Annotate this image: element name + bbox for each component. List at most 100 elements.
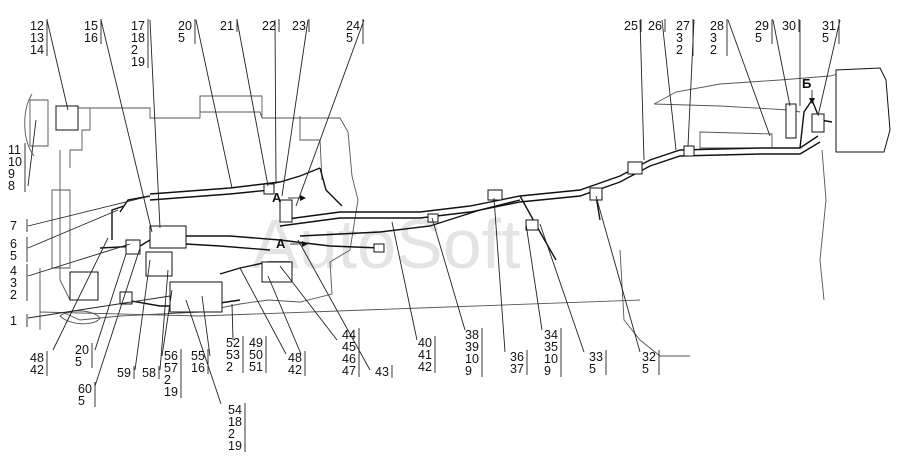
callout-8-line-1: 24 [346,19,360,33]
callout-15: 315 [822,19,840,45]
callout-24: 59 [117,366,135,380]
callout-36-line-1: 36 [510,350,524,364]
callout-21-line-2: 42 [30,363,44,377]
callout-4: 205 [178,19,196,45]
callout-3-line-4: 19 [131,55,145,69]
clamp-36 [487,189,503,201]
callout-38-line-2: 5 [589,362,596,376]
callout-29-line-1: 52 [226,336,240,350]
callout-15-line-1: 31 [822,19,836,33]
callout-6: 22 [262,19,280,33]
callout-3-line-1: 17 [131,19,145,33]
marker-a2: A [276,236,286,251]
callout-12-line-2: 3 [710,31,717,45]
callout-27-line-2: 16 [191,361,205,375]
callout-29-line-2: 53 [226,348,240,362]
callout-3-line-2: 18 [131,31,145,45]
callout-19-line-1: 4 [10,264,17,278]
callout-34-line-3: 42 [418,360,432,374]
callout-2-line-2: 16 [84,31,98,45]
callout-16-line-3: 9 [8,167,15,181]
callout-11-line-3: 2 [676,43,683,57]
callout-27-line-1: 55 [191,349,205,363]
callout-11-line-2: 3 [676,31,683,45]
callout-25-line-1: 58 [142,366,156,380]
callout-35-line-2: 39 [465,340,479,354]
view-markers [288,90,815,247]
callout-32-line-3: 46 [342,352,356,366]
callout-14-line-1: 30 [782,19,796,33]
callout-31-line-1: 48 [288,351,302,365]
leader-lines [27,19,841,405]
distributor [261,261,293,283]
callout-14: 30 [782,19,800,33]
callout-9-line-1: 25 [624,19,638,33]
callout-30-line-2: 50 [249,348,263,362]
callout-23: 605 [78,382,96,408]
callout-13-line-2: 5 [755,31,762,45]
callout-1-line-2: 13 [30,31,44,45]
callout-21-line-1: 48 [30,351,44,365]
fitting-31 [811,113,825,133]
callout-20-line-1: 1 [10,314,17,328]
callout-4-line-1: 20 [178,19,192,33]
callout-4-line-2: 5 [178,31,185,45]
callout-7-line-1: 23 [292,19,306,33]
callout-10: 26 [648,19,666,33]
fitting-21 [263,183,275,195]
callout-12-line-1: 28 [710,19,724,33]
callout-33-line-1: 43 [375,365,389,379]
callout-22: 205 [75,343,93,369]
callout-26-line-4: 19 [164,385,178,399]
callout-22-line-2: 5 [75,355,82,369]
callout-24-line-1: 59 [117,366,131,380]
callout-25: 58 [142,366,160,380]
callout-26-line-1: 56 [164,349,178,363]
callout-28-line-3: 2 [228,427,235,441]
callout-39-line-1: 32 [642,350,656,364]
callout-22-line-1: 20 [75,343,89,357]
marker-a1: A [272,190,282,205]
callout-13: 295 [755,19,773,45]
clamp-34 [525,219,539,231]
callout-38: 335 [589,350,607,376]
callout-35-line-4: 9 [465,364,472,378]
callout-18: 65 [10,237,28,263]
fitting-4 [125,239,141,255]
callout-28-line-2: 18 [228,415,242,429]
callout-3-line-3: 2 [131,43,138,57]
callout-23-line-1: 60 [78,382,92,396]
callout-19: 432 [10,264,28,302]
callout-17: 7 [10,219,28,233]
callout-37-line-4: 9 [544,364,551,378]
machinery-outline [24,67,891,357]
pump-unit [149,225,187,249]
callout-36-line-2: 37 [510,362,524,376]
clamp-43 [373,243,385,253]
callout-32-line-1: 44 [342,328,356,342]
callout-29-line-3: 2 [226,360,233,374]
callout-26-line-3: 2 [164,373,171,387]
fitting-a [279,199,293,223]
callout-37-line-2: 35 [544,340,558,354]
callout-31-line-2: 42 [288,363,302,377]
callout-15-line-2: 5 [822,31,829,45]
callout-28-line-1: 54 [228,403,242,417]
arrow-a1-icon [300,195,306,201]
callout-38-line-1: 33 [589,350,603,364]
callout-8-line-2: 5 [346,31,353,45]
